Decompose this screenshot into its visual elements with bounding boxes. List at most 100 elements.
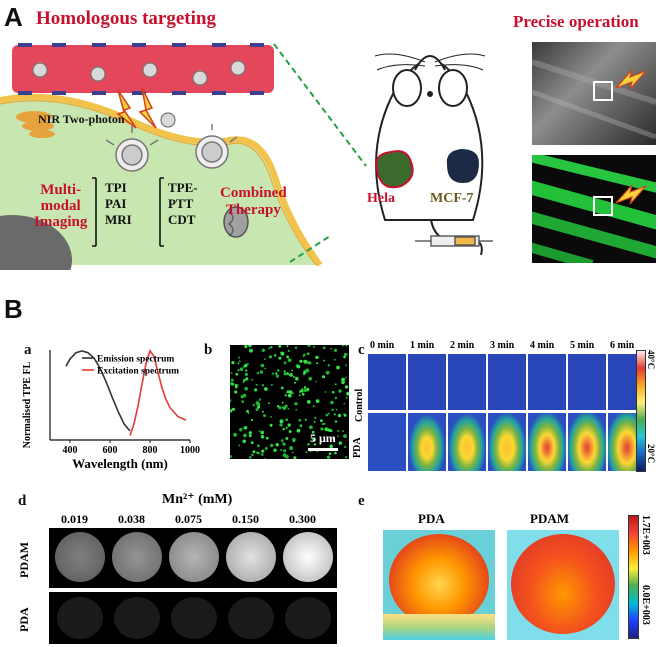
method-ptt: PTT <box>168 196 194 211</box>
imaging-methods-list: TPI PAI MRI <box>105 180 132 228</box>
cell-nucleus <box>0 215 72 270</box>
scale-bar-label: 5 μm <box>310 431 336 445</box>
mn-title: Mn²⁺ (mM) <box>162 492 233 507</box>
mitochondrion-icon <box>223 206 249 238</box>
heatmap-cbar-top: 1.7E+003 <box>640 515 651 555</box>
series-line-0 <box>65 350 131 432</box>
mri-well-pdam <box>169 532 219 582</box>
homologous-targeting-title: Homologous targeting <box>36 8 216 29</box>
thermal-control-cell <box>448 354 486 410</box>
mri-well-pdam <box>226 532 276 582</box>
heatmap-colorbar <box>628 515 639 639</box>
thermal-grid: 0 min 1 min 2 min 3 min 4 min 5 min 6 min Cont… <box>348 340 660 475</box>
concentration-label: 0.150 <box>232 512 259 526</box>
combined-therapy-label: Combined Therapy <box>220 185 287 219</box>
heatmap-label-pda: PDA <box>418 511 445 526</box>
multimodal-imaging-label: Multi- modal Imaging <box>34 182 87 230</box>
heatmap-pda <box>383 530 495 640</box>
mri-well-pdam <box>283 532 333 582</box>
selection-box <box>593 81 613 101</box>
mri-well-pda <box>228 597 274 639</box>
dashed-guide-top <box>273 43 367 167</box>
method-pai: PAI <box>105 196 127 211</box>
thermal-pda-cell <box>368 413 406 471</box>
nanoparticle-endocytosis <box>195 124 238 169</box>
thermal-pda-cell <box>568 413 606 471</box>
mri-label-pdam: PDAM <box>17 542 31 578</box>
subpanel-c-letter: c <box>358 342 365 358</box>
series-line-1 <box>129 349 187 436</box>
time-label: 1 min <box>410 340 435 351</box>
time-label: 0 min <box>370 340 395 351</box>
method-tpe: TPE- <box>168 180 198 195</box>
panel-b-letter: B <box>4 294 23 324</box>
subpanel-b-letter: b <box>204 342 213 358</box>
precise-operation-title: Precise operation <box>513 12 639 31</box>
heatmap-cbar-bottom: 0.0E+003 <box>640 585 651 625</box>
microscopy-image: 5 μm <box>230 345 349 459</box>
panel-a-letter: A <box>4 2 23 32</box>
thermal-colorbar <box>636 350 646 472</box>
subpanel-e-letter: e <box>358 493 365 509</box>
thermal-pda-cell <box>408 413 446 471</box>
x-tick-label: 800 <box>143 445 158 456</box>
fluorescence-image <box>532 155 656 263</box>
y-axis-label: Normalised TPE FL <box>22 361 33 448</box>
thermal-control-cell <box>408 354 446 410</box>
multimodal-line-3: Imaging <box>34 214 88 230</box>
time-label: 3 min <box>490 340 515 351</box>
hela-label: Hela <box>367 191 395 206</box>
nanoparticles-in-vessel <box>32 60 246 128</box>
combined-line-2: Therapy <box>225 202 281 218</box>
targeting-schematic <box>0 43 330 270</box>
thermal-control-cell <box>488 354 526 410</box>
multimodal-line-2: modal <box>40 198 81 214</box>
mri-well-pda <box>285 597 331 639</box>
x-tick-label: 600 <box>103 445 118 456</box>
nanoparticle-large <box>105 126 159 172</box>
thermal-control-cell <box>528 354 566 410</box>
concentration-label: 0.019 <box>61 512 88 526</box>
mri-well-pda <box>114 597 160 639</box>
x-tick-label: 1000 <box>180 445 200 456</box>
row-label-pda: PDA <box>352 437 363 458</box>
mouse-illustration <box>374 53 493 256</box>
concentration-label: 0.038 <box>118 512 145 526</box>
thermal-pda-cell <box>448 413 486 471</box>
mcf7-label: MCF-7 <box>430 191 474 206</box>
method-mri: MRI <box>105 212 132 227</box>
lightning-bolt-icon <box>116 87 157 129</box>
mri-well-pdam <box>55 532 105 582</box>
golgi-icon <box>16 111 55 138</box>
x-tick-label: 400 <box>63 445 78 456</box>
nir-two-photon-label: NIR Two-photon <box>38 112 125 126</box>
brightfield-image <box>531 42 657 145</box>
multimodal-line-1: Multi- <box>40 182 82 198</box>
thermal-cbar-bottom: 20°C <box>646 444 656 464</box>
x-axis-label: Wavelength (nm) <box>72 456 168 471</box>
subpanel-a-letter: a <box>24 342 32 358</box>
laser-bolt-icon <box>615 69 647 90</box>
thermal-control-cell <box>568 354 606 410</box>
mri-well-pda <box>171 597 217 639</box>
selection-box-fluor <box>593 196 613 216</box>
time-label: 5 min <box>570 340 595 351</box>
concentration-label: 0.075 <box>175 512 202 526</box>
legend-label-1: Excitation spectrum <box>97 367 179 377</box>
thermal-pda-cell <box>528 413 566 471</box>
time-label: 6 min <box>610 340 635 351</box>
time-label: 4 min <box>530 340 555 351</box>
row-label-control: Control <box>354 388 365 422</box>
time-label: 2 min <box>450 340 475 351</box>
laser-bolt-icon-fluor <box>615 184 647 205</box>
mri-well-pdam <box>112 532 162 582</box>
mcf7-tumor <box>446 149 479 183</box>
combined-line-1: Combined <box>220 185 287 201</box>
heatmap-label-pdam: PDAM <box>530 511 569 526</box>
thermal-cbar-top: 40°C <box>646 350 656 370</box>
chart-lines <box>65 349 187 436</box>
method-cdt: CDT <box>168 212 196 227</box>
concentration-label: 0.300 <box>289 512 316 526</box>
